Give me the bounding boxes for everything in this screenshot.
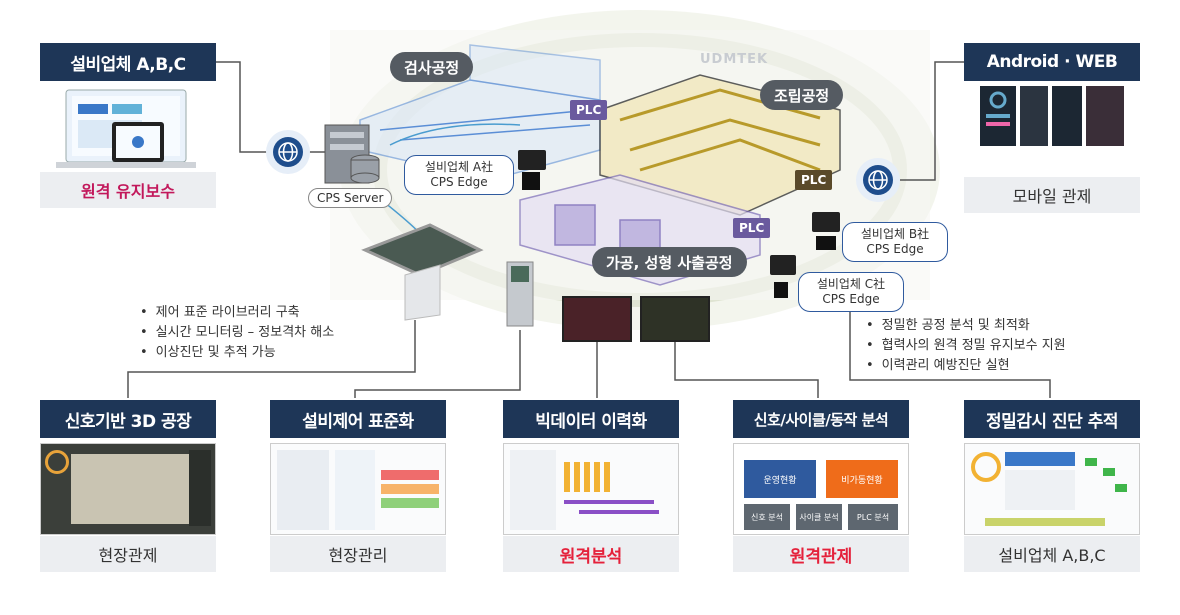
tile-operation-status: 운영현황 [744,460,816,498]
tablet-icon [112,122,164,162]
screenshot-signal-analysis: 운영현황 비가동현황 신호 분석 사이클 분석 PLC 분석 [733,443,909,535]
card-title-3d-factory: 신호기반 3D 공장 [40,400,216,438]
edge-a-type: CPS Edge [430,175,488,189]
edge-a-vendor: 설비업체 A社 [424,160,494,174]
card-title-precision-monitoring: 정밀감시 진단 추적 [964,400,1140,438]
monitor-icon [640,296,710,342]
plc-label: PLC [795,170,833,190]
tile-downtime-status: 비가동현황 [826,460,898,498]
globe-icon [266,130,310,174]
edge-c-type: CPS Edge [822,292,880,306]
mobile-screens-icon [980,86,1124,146]
card-caption-vendors: 설비업체 A,B,C [964,536,1140,572]
cps-edge-b: 설비업체 B社 CPS Edge [842,222,948,262]
feature-item: 제어 표준 라이브러리 구축 [140,303,334,323]
feature-item: 이상진단 및 추적 가능 [140,343,334,363]
vendors-title: 설비업체 A,B,C [40,43,216,81]
kiosk-icon [506,261,534,327]
monitor-icon [562,296,632,342]
card-caption-remote-analysis: 원격분석 [503,536,679,572]
tile-signal-analysis: 신호 분석 [744,504,790,530]
server-icon [324,124,380,184]
plc-label: PLC [570,100,608,120]
cps-edge-a: 설비업체 A社 CPS Edge [404,155,514,195]
right-feature-list: 정밀한 공정 분석 및 최적화 협력사의 원격 정밀 유지보수 지원 이력관리 … [866,316,1066,376]
android-web-title: Android · WEB [964,43,1140,81]
screenshot-3d-factory [40,443,216,535]
mobile-monitoring-caption: 모바일 관제 [964,177,1140,213]
card-caption-site-monitoring: 현장관제 [40,536,216,572]
connector-lines [127,61,1051,398]
left-feature-list: 제어 표준 라이브러리 구축 실시간 모니터링 – 정보격차 해소 이상진단 및… [140,303,335,363]
feature-item: 이력관리 예방진단 실현 [866,356,1066,376]
card-title-control-standard: 설비제어 표준화 [270,400,446,438]
edge-device-icon [518,150,546,190]
edge-b-vendor: 설비업체 B社 [860,227,930,241]
machining-process-pill: 가공, 성형 사출공정 [592,247,747,277]
edge-c-vendor: 설비업체 C社 [816,277,886,291]
assembly-process-pill: 조립공정 [760,80,844,110]
card-caption-site-management: 현장관리 [270,536,446,572]
feature-item: 협력사의 원격 정밀 유지보수 지원 [866,336,1066,356]
globe-icon [856,158,900,202]
card-title-signal-analysis: 신호/사이클/동작 분석 [733,400,909,438]
card-title-bigdata: 빅데이터 이력화 [503,400,679,438]
screenshot-precision-monitoring [964,443,1140,535]
screenshot-control-standard [270,443,446,535]
tile-cycle-analysis: 사이클 분석 [796,504,842,530]
feature-item: 정밀한 공정 분석 및 최적화 [866,316,1066,336]
feature-item: 실시간 모니터링 – 정보격차 해소 [140,323,335,343]
brand-watermark: UDMTEK [700,52,769,67]
cps-server-label: CPS Server [308,188,393,208]
touch-table-icon [361,223,484,321]
plc-label: PLC [733,218,771,238]
inspection-process-pill: 검사공정 [390,52,474,82]
cps-edge-c: 설비업체 C社 CPS Edge [798,272,904,312]
screenshot-bigdata [503,443,679,535]
edge-device-icon [770,255,796,298]
tile-plc-analysis: PLC 분석 [848,504,898,530]
edge-b-type: CPS Edge [866,242,924,256]
card-caption-remote-monitoring: 원격관제 [733,536,909,572]
remote-maintenance-caption: 원격 유지보수 [40,172,216,208]
edge-device-icon [812,212,840,250]
